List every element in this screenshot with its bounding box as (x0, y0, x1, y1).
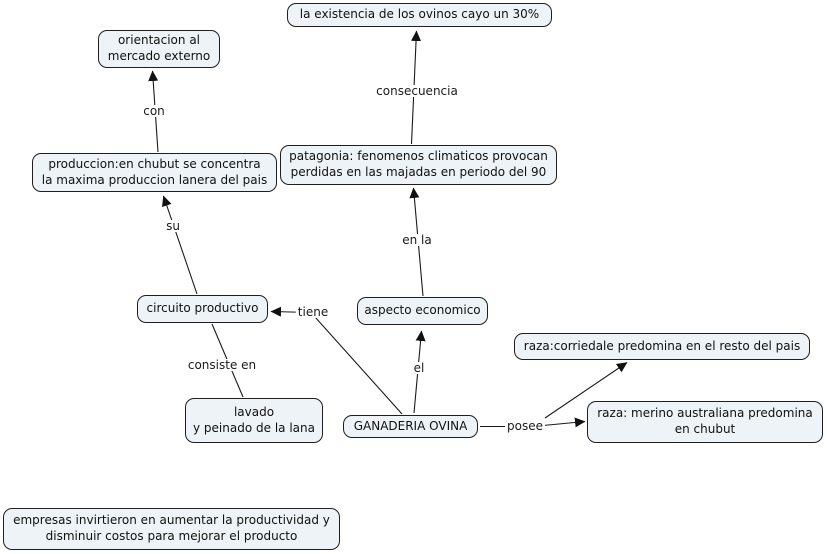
node-ganaderia-ovina[interactable]: GANADERIA OVINA (343, 415, 478, 438)
node-patagonia-fenomenos[interactable]: patagonia: fenomenos climaticos provocan… (280, 145, 557, 185)
connector-su-arrow (162, 195, 198, 295)
node-empresas-invirtieron[interactable]: empresas invirtieron en aumentar la prod… (3, 508, 340, 550)
node-lavado-peinado[interactable]: lavado y peinado de la lana (185, 398, 323, 443)
link-label-posee[interactable]: posee (505, 419, 545, 433)
link-label-consecuencia[interactable]: consecuencia (374, 84, 460, 98)
node-raza-corriedale[interactable]: raza:corriedale predomina en el resto de… (514, 333, 810, 360)
link-label-tiene[interactable]: tiene (295, 305, 331, 319)
link-label-consiste-en[interactable]: consiste en (185, 358, 259, 372)
node-aspecto-economico[interactable]: aspecto economico (357, 297, 488, 325)
node-existencia-ovinos[interactable]: la existencia de los ovinos cayo un 30% (287, 3, 552, 27)
link-label-su[interactable]: su (164, 219, 182, 233)
node-circuito-productivo[interactable]: circuito productivo (137, 295, 268, 323)
link-label-el[interactable]: el (411, 361, 427, 375)
node-orientacion-mercado-externo[interactable]: orientacion al mercado externo (98, 30, 220, 68)
link-label-en-la[interactable]: en la (400, 233, 434, 247)
link-label-con[interactable]: con (141, 104, 167, 118)
node-raza-merino[interactable]: raza: merino australiana predomina en ch… (587, 401, 823, 443)
connector-posee-merino-arrow (542, 417, 586, 428)
node-produccion-chubut[interactable]: produccion:en chubut se concentra la max… (32, 153, 277, 192)
connector-posee-corriedale-arrow (544, 362, 628, 419)
